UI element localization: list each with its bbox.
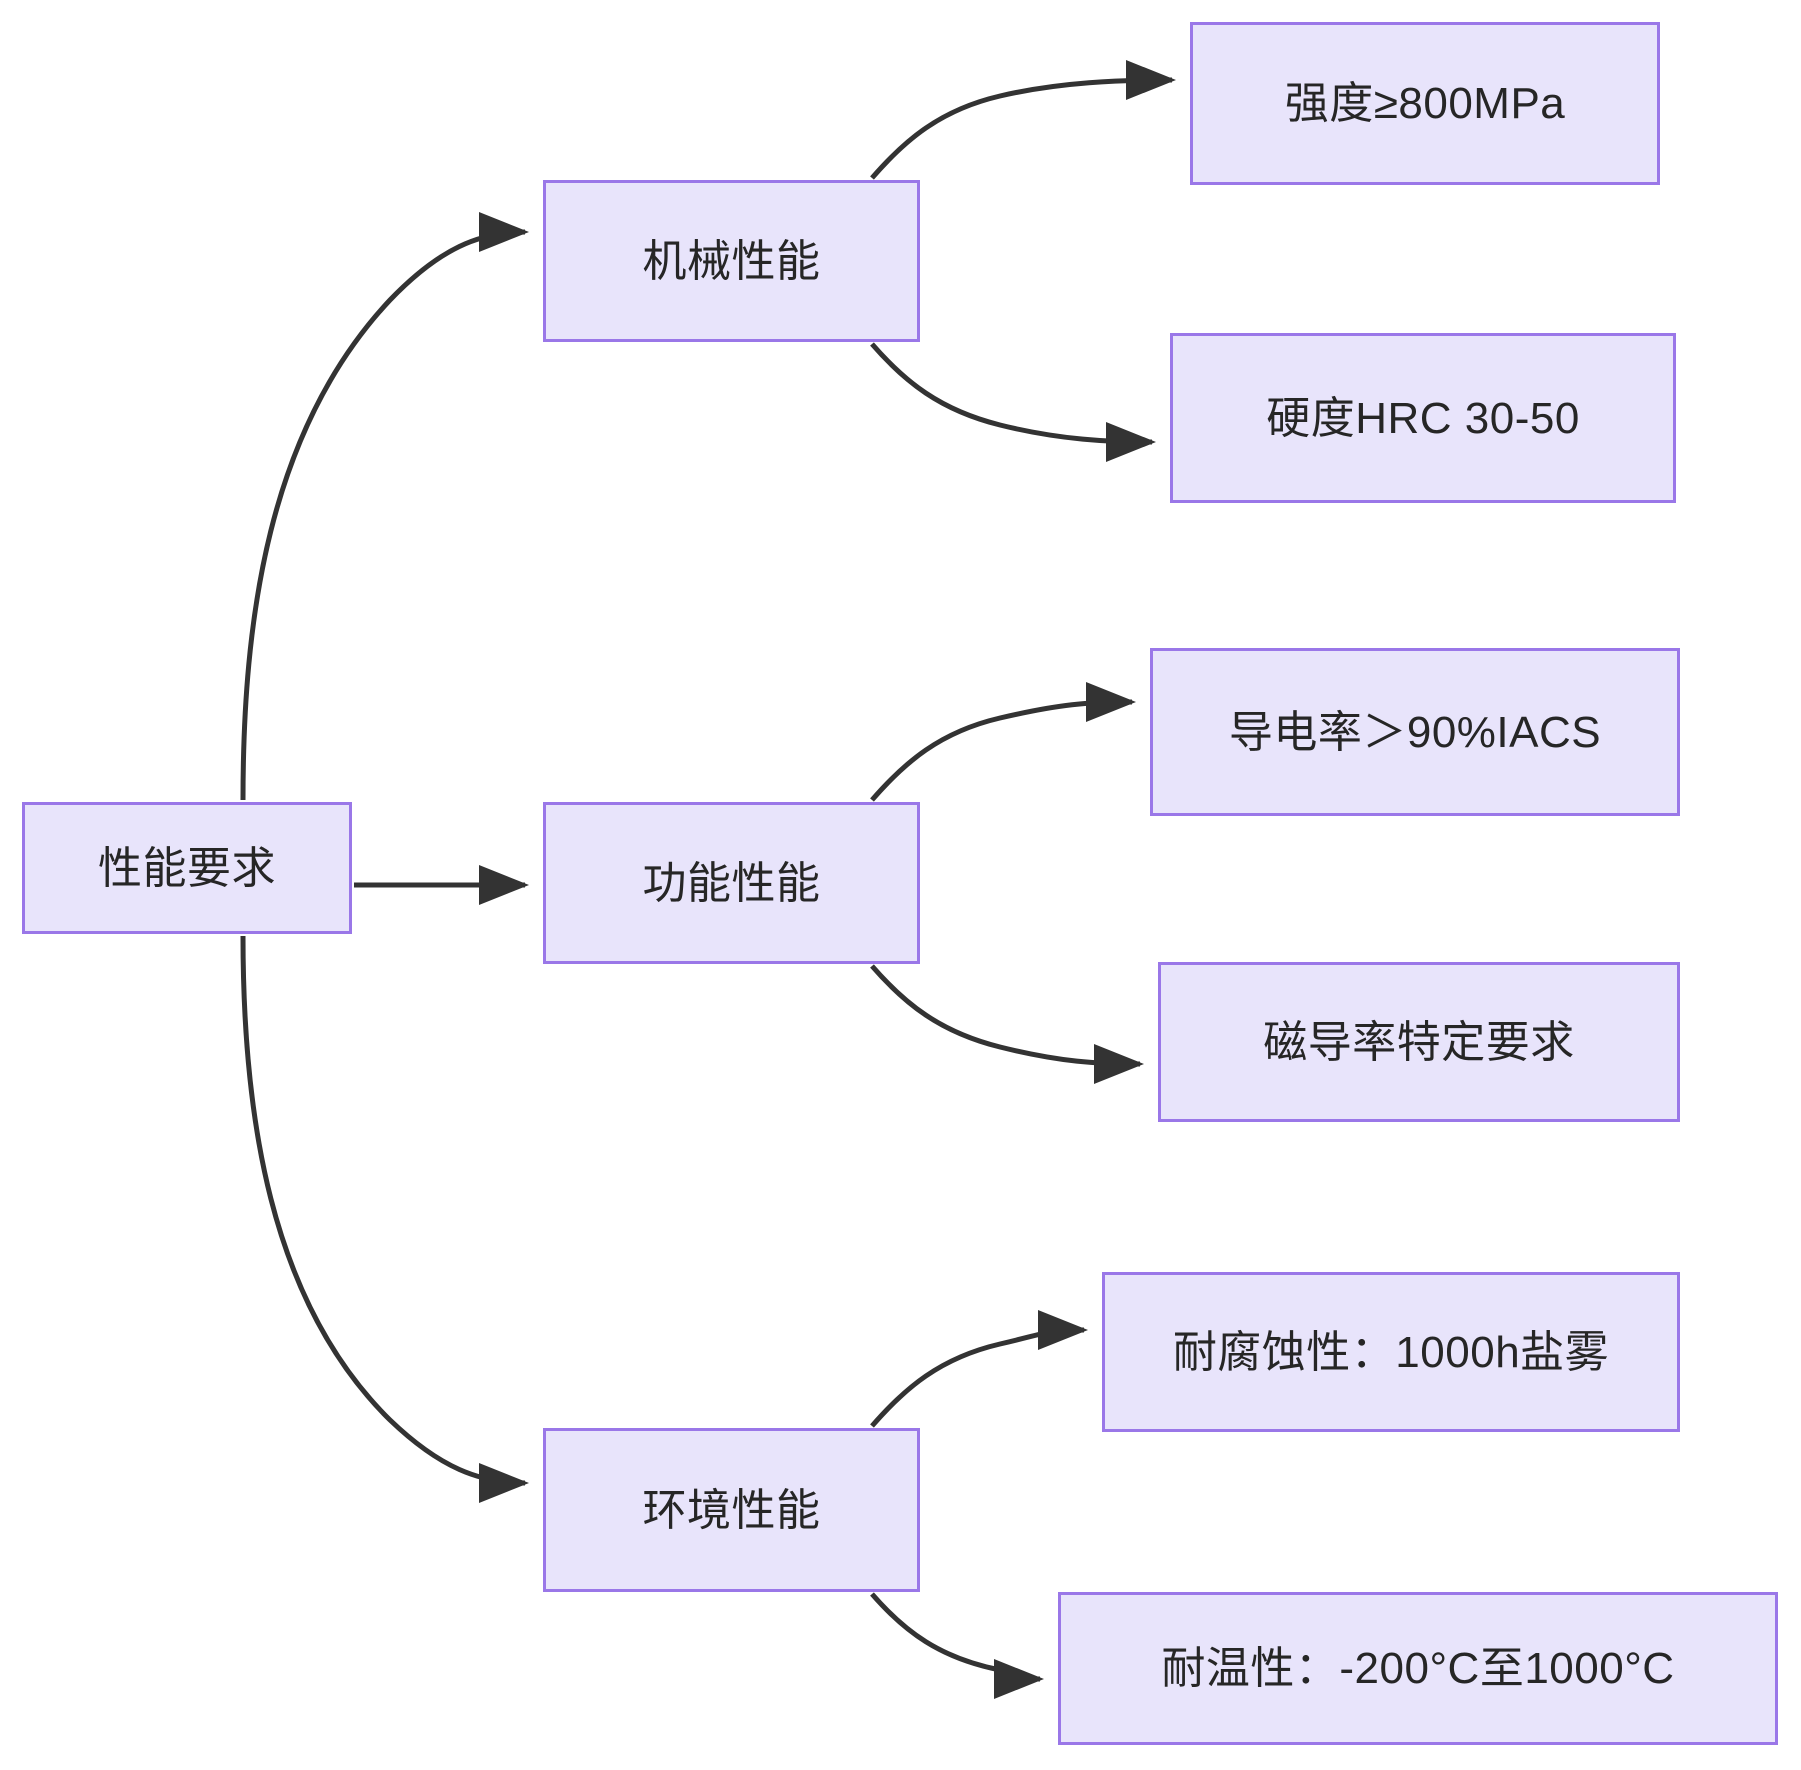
- node-label: 功能性能: [642, 858, 821, 908]
- node-temperature-resistance-requirement[interactable]: 耐温性：-200°C至1000°C: [1058, 1592, 1778, 1745]
- edge-root-to-environmental: [240, 935, 530, 1503]
- edge-environmental-to-corrosion: [870, 1310, 1089, 1428]
- edge-mechanical-to-hardness: [870, 342, 1157, 462]
- node-label: 强度≥800MPa: [1284, 79, 1566, 128]
- edge-mechanical-to-strength: [870, 60, 1177, 180]
- node-strength-requirement[interactable]: 强度≥800MPa: [1190, 22, 1660, 185]
- edge-functional-to-magnetic: [870, 964, 1145, 1084]
- node-label: 机械性能: [642, 236, 821, 286]
- edge-root-to-mechanical: [240, 212, 530, 801]
- node-performance-requirements[interactable]: 性能要求: [22, 802, 352, 934]
- node-corrosion-resistance-requirement[interactable]: 耐腐蚀性：1000h盐雾: [1102, 1272, 1680, 1432]
- node-label: 耐温性：-200°C至1000°C: [1161, 1644, 1675, 1693]
- node-label: 磁导率特定要求: [1263, 1017, 1575, 1067]
- node-environmental-properties[interactable]: 环境性能: [543, 1428, 920, 1592]
- node-conductivity-requirement[interactable]: 导电率＞90%IACS: [1150, 648, 1680, 816]
- node-magnetic-permeability-requirement[interactable]: 磁导率特定要求: [1158, 962, 1680, 1122]
- edge-environmental-to-temperature: [870, 1592, 1045, 1699]
- node-functional-properties[interactable]: 功能性能: [543, 802, 920, 964]
- node-label: 硬度HRC 30-50: [1266, 393, 1580, 443]
- node-label: 导电率＞90%IACS: [1228, 707, 1602, 757]
- node-hardness-requirement[interactable]: 硬度HRC 30-50: [1170, 333, 1676, 503]
- edge-functional-to-conductivity: [870, 682, 1137, 802]
- node-label: 性能要求: [98, 843, 276, 893]
- node-label: 环境性能: [642, 1485, 821, 1535]
- node-label: 耐腐蚀性：1000h盐雾: [1172, 1327, 1610, 1377]
- node-mechanical-properties[interactable]: 机械性能: [543, 180, 920, 342]
